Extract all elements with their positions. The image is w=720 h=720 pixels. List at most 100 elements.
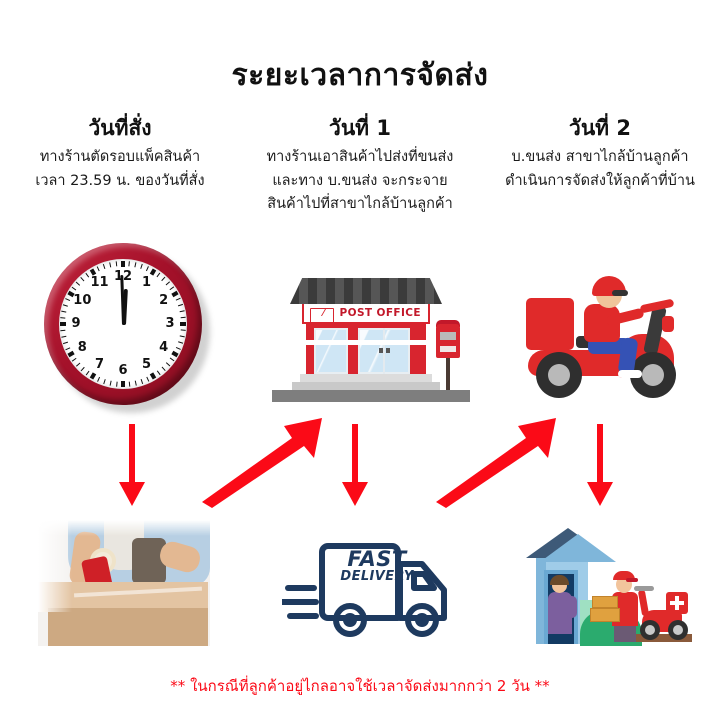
clock-minute-tick bbox=[109, 262, 112, 268]
column-day-1: วันที่ 1 ทางร้านเอาสินค้าไปส่งที่ขนส่ง แ… bbox=[240, 114, 480, 217]
clock-numeral-11: 11 bbox=[90, 275, 109, 291]
clock-hour-tick bbox=[89, 372, 97, 380]
arrow-up-truck-to-scooter bbox=[430, 414, 562, 508]
clock-minute-tick bbox=[62, 303, 69, 307]
parcel-bottom bbox=[590, 608, 620, 622]
clock-minute-tick bbox=[180, 316, 186, 319]
day-1-line-2: และทาง บ.ขนส่ง จะกระจาย bbox=[272, 172, 448, 189]
clock-numeral-3: 3 bbox=[165, 316, 175, 331]
clock-minute-tick bbox=[145, 266, 150, 272]
clock-minute-tick bbox=[102, 378, 106, 385]
day-1-line-3: สินค้าไปที่สาขาไกล้บ้านลูกค้า bbox=[267, 196, 453, 213]
cardboard-box-front bbox=[48, 608, 208, 646]
post-office-ground bbox=[272, 390, 470, 402]
post-office-trim-band bbox=[306, 340, 426, 345]
scooter-rear-rim bbox=[548, 364, 570, 386]
footer-note: ** ในกรณีที่ลูกค้าอยู่ไกลอาจใช้เวลาจัดส่… bbox=[170, 676, 550, 695]
clock-minute-tick bbox=[169, 357, 175, 362]
clock-minute-tick bbox=[128, 381, 131, 387]
packing-box-photo bbox=[38, 520, 210, 646]
post-office-door-split bbox=[383, 328, 385, 374]
post-office-icon: POST OFFICE bbox=[272, 272, 470, 402]
clock-numeral-9: 9 bbox=[71, 316, 81, 331]
home-scooter-rear-rim bbox=[673, 625, 683, 635]
column-heading-day-2: วันที่ 2 bbox=[569, 116, 631, 140]
clock-minute-tick bbox=[80, 366, 85, 372]
scene-ground bbox=[626, 634, 692, 642]
clock-minute-tick bbox=[179, 310, 185, 313]
clock-minute-tick bbox=[115, 381, 118, 387]
day-1-line-1: ทางร้านเอาสินค้าไปส่งที่ขนส่ง bbox=[266, 149, 454, 166]
home-delivery-scene bbox=[516, 522, 692, 646]
clock-minute-tick bbox=[156, 370, 161, 376]
delivery-scooter-rider-icon bbox=[522, 272, 698, 400]
customer-hair bbox=[550, 575, 569, 585]
clock-minute-tick bbox=[60, 329, 66, 332]
column-heading-day-1: วันที่ 1 bbox=[329, 116, 391, 140]
clock-minute-tick bbox=[140, 378, 144, 385]
column-day-2: วันที่ 2 บ.ขนส่ง สาขาไกล้บ้านลูกค้า ดำเน… bbox=[480, 114, 720, 193]
clock-minute-tick bbox=[165, 281, 171, 286]
mailbox-top bbox=[436, 320, 460, 327]
clock-minute-tick bbox=[115, 261, 118, 267]
clock-numeral-10: 10 bbox=[73, 292, 92, 308]
clock-minute-tick bbox=[169, 286, 175, 291]
clock-hour-tick bbox=[180, 322, 186, 326]
truck-label: FAST DELIVERY bbox=[334, 548, 420, 584]
mailbox-label bbox=[440, 346, 456, 352]
courier-cap-brim bbox=[626, 578, 638, 582]
post-office-window bbox=[314, 328, 348, 374]
home-scooter-box-cross-horizontal bbox=[670, 601, 684, 605]
clock-minute-tick bbox=[177, 303, 184, 307]
courier-cap bbox=[613, 571, 635, 580]
clock-minute-tick bbox=[175, 346, 181, 351]
clock-minute-tick bbox=[161, 366, 166, 372]
clock-minute-tick bbox=[161, 276, 166, 282]
day-2-line-2: ดำเนินการจัดส่งให้ลูกค้าที่บ้าน bbox=[505, 172, 695, 189]
column-heading-order-day: วันที่สั่ง bbox=[88, 116, 152, 140]
clock-numeral-8: 8 bbox=[77, 339, 87, 355]
scooter-front-rim bbox=[642, 364, 664, 386]
order-day-line-1: ทางร้านตัดรอบแพ็คสินค้า bbox=[39, 149, 201, 166]
courier-legs bbox=[614, 622, 636, 642]
clock-minute-tick bbox=[61, 310, 67, 313]
clock-numeral-1: 1 bbox=[141, 275, 152, 291]
clock-minute-tick bbox=[96, 376, 101, 382]
clock-minute-tick bbox=[156, 272, 161, 278]
clock-numeral-6: 6 bbox=[118, 363, 128, 378]
clock-minute-tick bbox=[75, 281, 81, 286]
clock-minute-tick bbox=[75, 362, 81, 367]
clock-hour-tick bbox=[60, 322, 66, 326]
clock-minute-tick bbox=[71, 357, 77, 362]
wall-clock-icon: 121234567891011 bbox=[44, 243, 210, 415]
clock-minute-tick bbox=[85, 272, 90, 278]
post-office-door-handle-left bbox=[379, 348, 383, 353]
parcel-top bbox=[592, 596, 618, 608]
columns-text-row: วันที่สั่ง ทางร้านตัดรอบแพ็คสินค้า เวลา … bbox=[0, 114, 720, 217]
mailbox-pole bbox=[446, 358, 450, 390]
truck-label-delivery: DELIVERY bbox=[340, 569, 414, 585]
post-office-door-handle-right bbox=[386, 348, 390, 353]
arrow-down-scooter-to-home-delivery bbox=[578, 424, 622, 508]
clock-numeral-5: 5 bbox=[141, 356, 152, 372]
clock-minute-tick bbox=[140, 263, 144, 270]
truck-label-fast: FAST bbox=[347, 547, 407, 571]
day-2-line-1: บ.ขนส่ง สาขาไกล้บ้านลูกค้า bbox=[511, 149, 689, 166]
clock-hour-tick bbox=[149, 372, 157, 380]
arrow-down-clock-to-packing bbox=[110, 424, 154, 508]
clock-hour-tick bbox=[121, 381, 125, 387]
house-wall-shadow bbox=[536, 552, 546, 644]
clock-minute-tick bbox=[62, 341, 69, 345]
arrow-up-packing-to-post-office bbox=[196, 414, 328, 508]
mailbox-icon bbox=[436, 324, 460, 358]
clock-minute-tick bbox=[109, 380, 112, 386]
clock-minute-tick bbox=[60, 316, 66, 319]
clock-minute-tick bbox=[145, 376, 150, 382]
clock-minute-tick bbox=[61, 335, 67, 338]
column-description-order-day: ทางร้านตัดรอบแพ็คสินค้า เวลา 23.59 น. ขอ… bbox=[4, 146, 236, 193]
photo-fade-top bbox=[38, 520, 210, 536]
clock-minute-tick bbox=[80, 276, 85, 282]
order-day-line-2: เวลา 23.59 น. ของวันที่สั่ง bbox=[35, 172, 205, 189]
clock-minute-tick bbox=[134, 262, 137, 268]
